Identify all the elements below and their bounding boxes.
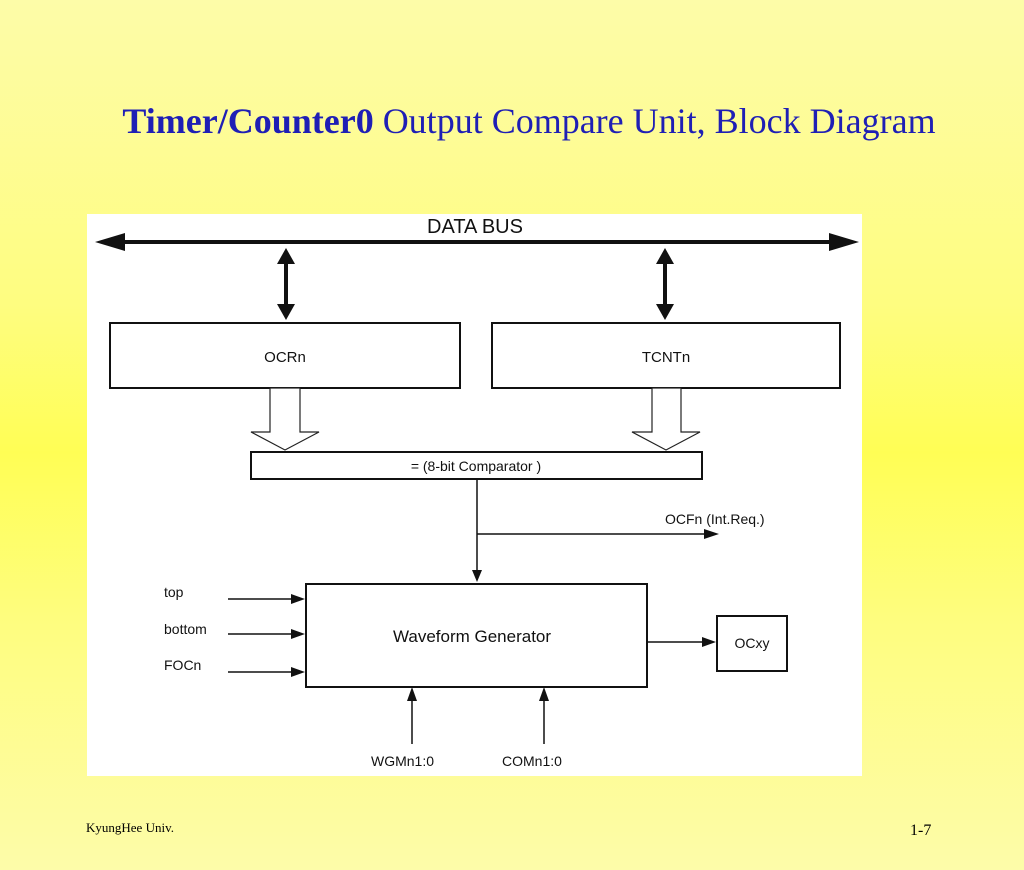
foc-input-arrowhead [291, 667, 305, 677]
slide-title-bold: Timer/Counter0 [122, 101, 374, 141]
bottom-input-label: bottom [164, 621, 207, 637]
ocr-to-comparator-arrow [250, 387, 320, 451]
comparator-box [250, 451, 703, 480]
comparator-label: = (8-bit Comparator ) [411, 458, 541, 474]
tcnt-register-label: TCNTn [642, 349, 690, 366]
data-bus-label: DATA BUS [427, 216, 523, 238]
ocxy-box [716, 615, 788, 672]
tcnt-to-comparator-arrow [631, 387, 701, 451]
waveform-generator-label: Waveform Generator [393, 627, 551, 646]
comparator-to-waveform-arrowhead [472, 570, 482, 582]
slide-title-rest: Output Compare Unit, Block Diagram [373, 101, 936, 141]
ocf-label: OCFn (Int.Req.) [665, 511, 765, 527]
data-bus-left-arrow [95, 233, 125, 251]
data-bus-right-arrow [829, 233, 859, 251]
bottom-input-arrowhead [291, 629, 305, 639]
data-bus [95, 233, 859, 251]
page-number: 1-7 [910, 822, 932, 839]
top-input-label: top [164, 584, 184, 600]
footer-institution: KyungHee Univ. [86, 820, 174, 835]
com-input-arrowhead [539, 687, 549, 701]
ocxy-label: OCxy [735, 635, 770, 651]
waveform-generator-box [305, 583, 648, 688]
com-input-label: COMn1:0 [502, 753, 562, 769]
ocr-register-label: OCRn [264, 349, 306, 366]
ocf-arrowhead [704, 529, 719, 539]
ocr-register-box [109, 322, 461, 389]
block-diagram: DATA BUS OCRn TCNTn = (8-bit Comparator … [87, 214, 862, 776]
top-input-arrowhead [291, 594, 305, 604]
block-diagram-svg: DATA BUS OCRn TCNTn = (8-bit Comparator … [95, 216, 859, 769]
tcnt-bus-arrow [656, 248, 674, 320]
ocr-bus-arrow [277, 248, 295, 320]
wgm-input-label: WGMn1:0 [371, 753, 434, 769]
ocxy-output-arrowhead [702, 637, 716, 647]
wgm-input-arrowhead [407, 687, 417, 701]
foc-input-label: FOCn [164, 657, 201, 673]
slide-title: Timer/Counter0 Output Compare Unit, Bloc… [0, 100, 1024, 142]
